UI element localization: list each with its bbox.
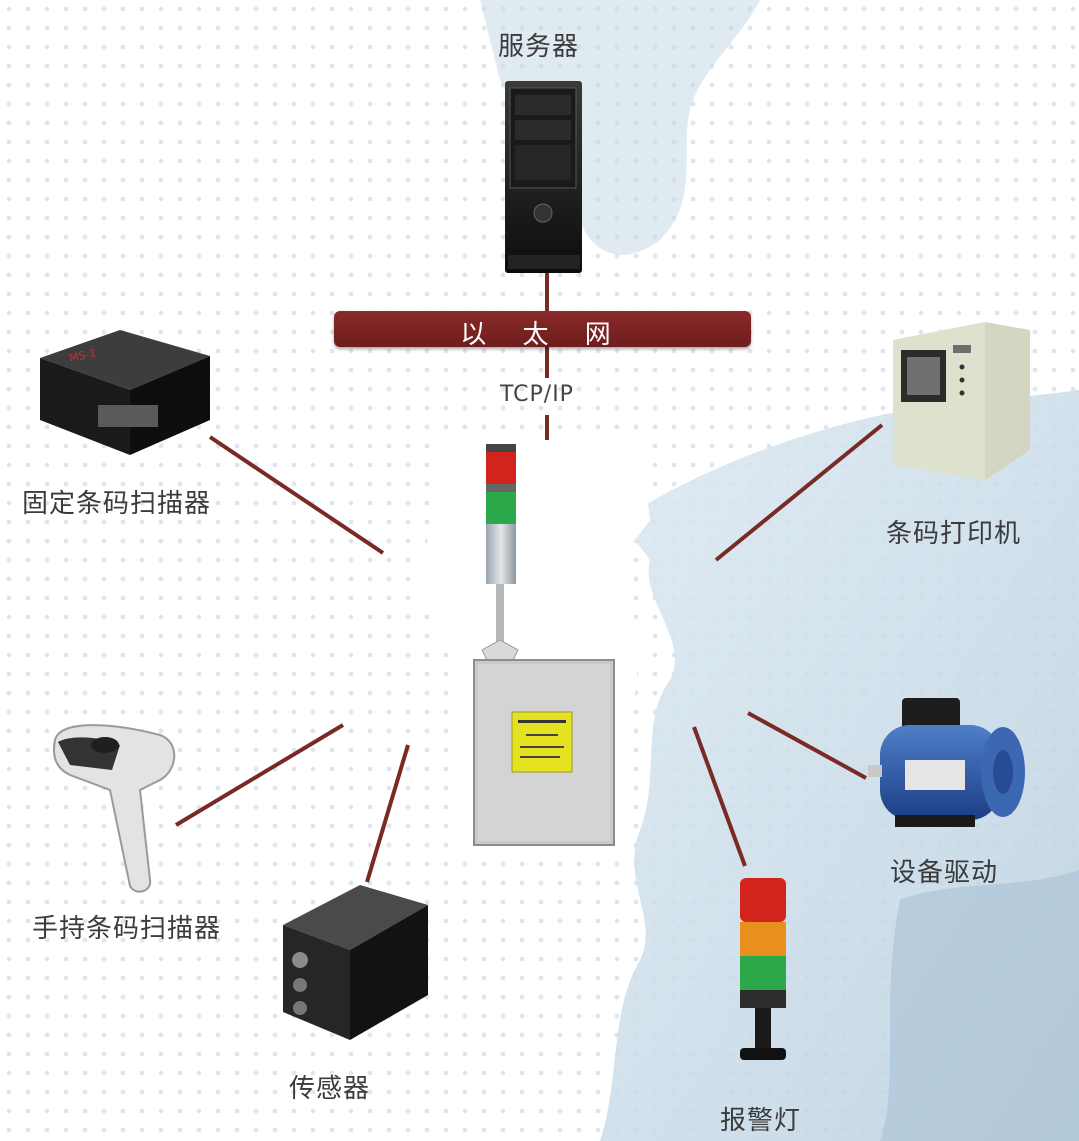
server-image [505,81,582,273]
handheld-scanner-label: 手持条码扫描器 [32,914,222,944]
equipment-drive-image [868,698,1025,827]
line-sensor [365,744,410,883]
fixed-scanner-label: 固定条码扫描器 [22,489,212,519]
equipment-drive-label: 设备驱动 [890,858,999,888]
server-label: 服务器 [498,32,580,62]
line-fixed-scanner [208,435,385,555]
handheld-scanner-image [52,724,176,893]
controller-stack-light [481,444,519,663]
line-alarm-light [692,726,747,867]
barcode-printer-image [893,322,1030,480]
controller-box-image [473,659,615,846]
world-map-shape-right [880,870,1079,1141]
line-equipment-drive [747,711,867,780]
barcode-printer-label: 条码打印机 [886,519,1022,549]
ethernet-label: 以 太 网 [460,320,625,350]
line-barcode-printer [714,423,884,562]
sensor-label: 传感器 [289,1074,371,1104]
world-map-shape-upper [480,0,760,255]
fixed-scanner-image: MS-1 [40,330,210,455]
protocol-label: TCP/IP [500,382,574,407]
alarm-light-image [740,878,786,1060]
ethernet-bar: 以 太 网 [334,311,751,350]
connection-lines [174,272,884,883]
sensor-image [283,885,428,1040]
line-handheld-scanner [174,723,345,827]
svg-text:MS-1: MS-1 [68,347,98,365]
alarm-light-label: 报警灯 [720,1106,802,1136]
